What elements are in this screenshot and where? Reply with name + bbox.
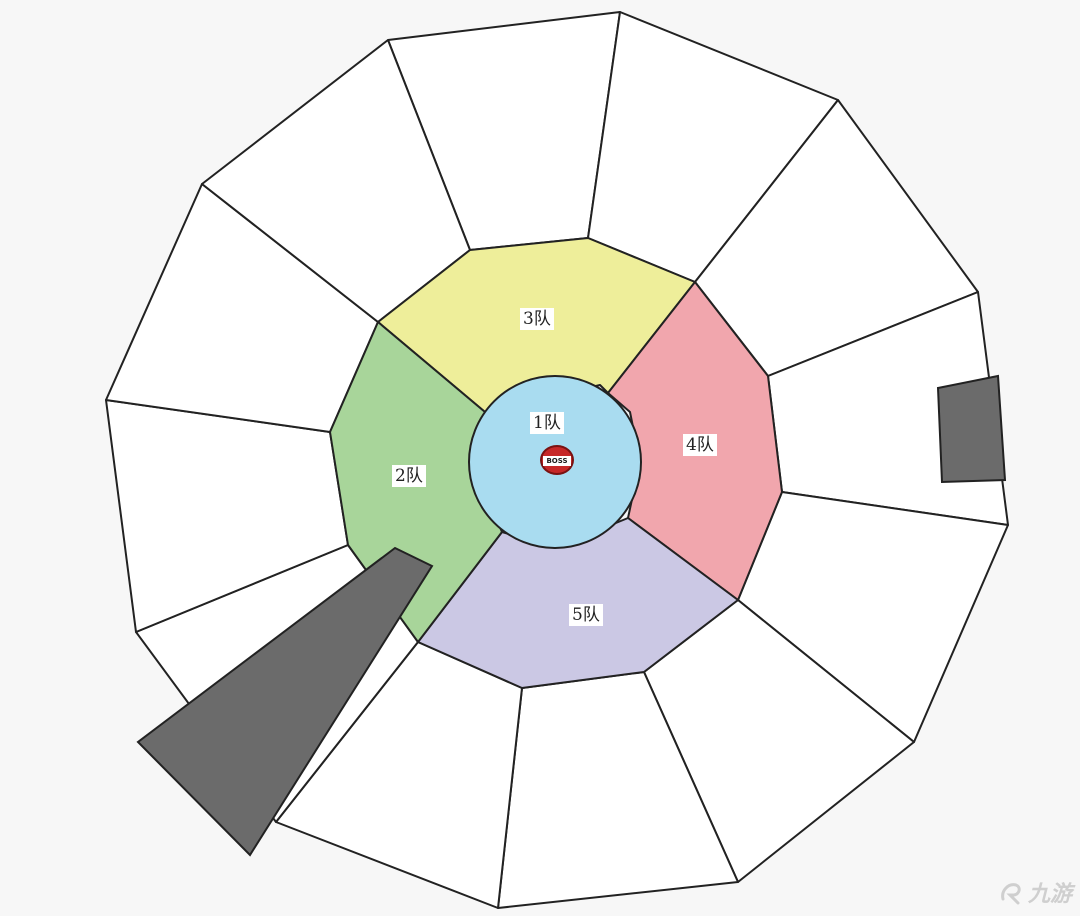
boss-marker: BOSS: [540, 445, 574, 475]
team-1-label: 1队: [530, 412, 564, 434]
watermark-logo-icon: [1001, 883, 1021, 905]
team-2-label: 2队: [392, 465, 426, 487]
watermark-text: 九游: [1027, 882, 1072, 907]
obstacles: [136, 374, 1007, 857]
obstacle-ramp: [136, 546, 434, 857]
team-4-label: 4队: [683, 434, 717, 456]
boss-label: BOSS: [543, 456, 571, 466]
team-3-label: 3队: [520, 308, 554, 330]
team-5-label: 5队: [569, 604, 603, 626]
obstacle-block: [936, 374, 1007, 484]
site-watermark: 九游: [998, 876, 1072, 908]
